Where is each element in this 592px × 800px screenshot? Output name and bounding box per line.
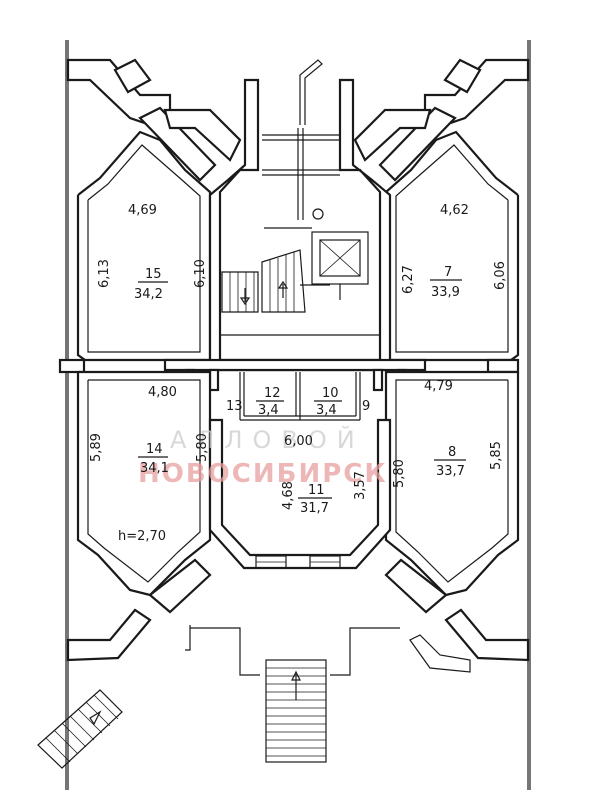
- room-11-dim-left: 4,68: [281, 481, 296, 510]
- room-15-number: 15: [145, 267, 162, 282]
- corridor-number-left: 13: [226, 399, 243, 414]
- room-14-dim-top: 4,80: [148, 385, 177, 400]
- room-15-dim-left: 6,13: [97, 259, 112, 288]
- room-14-number: 14: [146, 442, 163, 457]
- watermark-line2: НОВОСИБИРСК: [138, 459, 388, 489]
- room-7-dim-right: 6,06: [493, 261, 508, 290]
- room-7-dim-left: 6,27: [401, 265, 416, 294]
- room-8-number: 8: [448, 445, 456, 460]
- room-8-dim-right: 5,85: [489, 441, 504, 470]
- room-8-dim-top: 4,79: [424, 379, 453, 394]
- room-7-dim-top: 4,62: [440, 203, 469, 218]
- room-11-outline: [208, 418, 392, 570]
- diagonal-stairs: [37, 689, 123, 769]
- room-11-dim-top: 6,00: [284, 434, 313, 449]
- room-12-area: 3,4: [258, 403, 279, 418]
- wall-lower-wings: [66, 558, 530, 676]
- room-15-dim-right: 6,10: [193, 259, 208, 288]
- room-8-dim-left: 5,80: [392, 459, 407, 488]
- watermark: АЛЛОВОЙ НОВОСИБИРСК: [138, 425, 388, 489]
- ceiling-height: h=2,70: [118, 529, 166, 544]
- watermark-line1: АЛЛОВОЙ: [170, 425, 365, 454]
- room-10-number: 10: [322, 386, 339, 401]
- room-14-dim-left: 5,89: [89, 433, 104, 462]
- room-11-number: 11: [308, 483, 325, 498]
- room-10-area: 3,4: [316, 403, 337, 418]
- outer-frame: [65, 40, 531, 790]
- room-7-outline: [384, 130, 520, 362]
- room-11-dim-right: 3,57: [353, 471, 368, 500]
- wall-right-top-wing: [353, 58, 530, 182]
- room-15-area: 34,2: [134, 287, 163, 302]
- corridor-number-right: 9: [362, 399, 370, 414]
- room-7-number: 7: [444, 265, 452, 280]
- room-11-area: 31,7: [300, 501, 329, 516]
- wall-left-top-wing: [66, 58, 242, 182]
- room-12-number: 12: [264, 386, 281, 401]
- room-14-area: 34,1: [140, 461, 169, 476]
- room-15-dim-top: 4,69: [128, 203, 157, 218]
- room-15-outline: [76, 130, 212, 362]
- room-14-dim-right: 5,80: [195, 433, 210, 462]
- central-stair-block: [208, 59, 392, 372]
- entrance-stairs: [265, 659, 327, 763]
- room-7-area: 33,9: [431, 285, 460, 300]
- room-8-area: 33,7: [436, 464, 465, 479]
